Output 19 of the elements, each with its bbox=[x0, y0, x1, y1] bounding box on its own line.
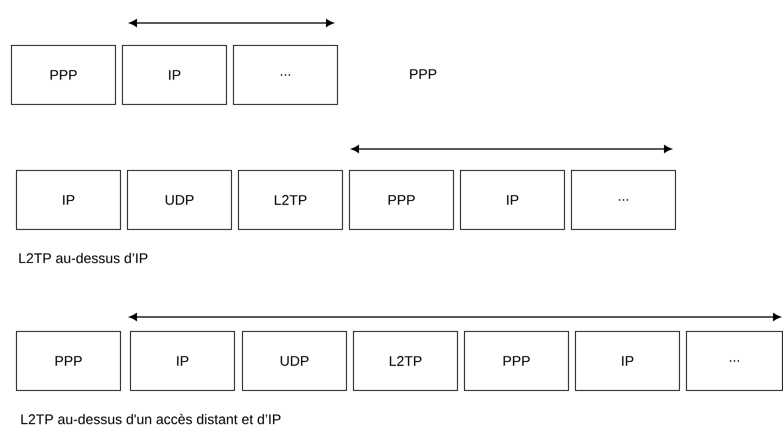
protocol-box: ... bbox=[686, 331, 783, 391]
protocol-box: IP bbox=[122, 45, 227, 105]
protocol-box: PPP bbox=[16, 331, 121, 391]
protocol-box: PPP bbox=[464, 331, 569, 391]
protocol-label: PPP bbox=[410, 69, 436, 79]
protocol-box: UDP bbox=[242, 331, 347, 391]
protocol-box: IP bbox=[130, 331, 235, 391]
protocol-box: ... bbox=[233, 45, 338, 105]
protocol-box: L2TP bbox=[238, 170, 343, 230]
protocol-box: IP bbox=[16, 170, 121, 230]
caption: L2TP au-dessus d'un accès distant et d’IP bbox=[21, 414, 280, 424]
caption: L2TP au-dessus d’IP bbox=[19, 252, 148, 264]
protocol-box: L2TP bbox=[353, 331, 458, 391]
protocol-box: IP bbox=[460, 170, 565, 230]
protocol-box: IP bbox=[575, 331, 680, 391]
protocol-box: PPP bbox=[349, 170, 454, 230]
protocol-box: UDP bbox=[127, 170, 232, 230]
protocol-box: PPP bbox=[11, 45, 116, 105]
protocol-box: ... bbox=[571, 170, 676, 230]
